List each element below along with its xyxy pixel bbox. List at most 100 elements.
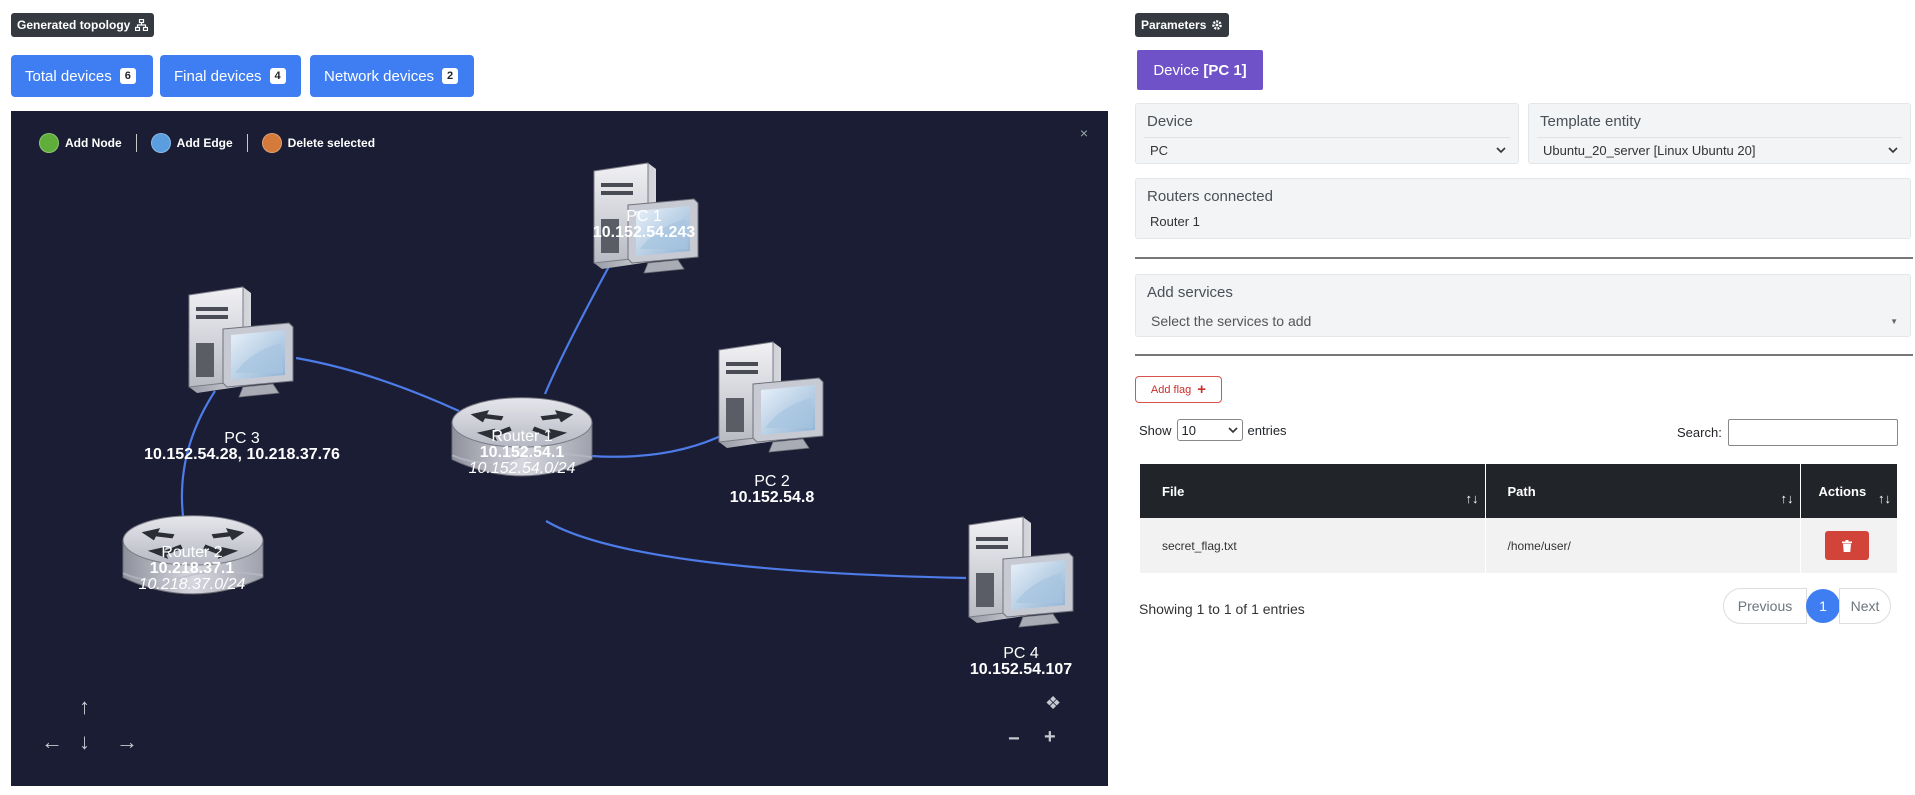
services-select[interactable]: Select the services to add ▼ [1151, 310, 1898, 332]
column-header-path[interactable]: Path ↑↓ [1485, 464, 1801, 518]
node-pc3-name: PC 3 [224, 430, 260, 447]
device-tab-name: [PC 1] [1203, 61, 1247, 79]
node-r1[interactable]: Router 110.152.54.110.152.54.0/24 [451, 396, 593, 477]
previous-page-button[interactable]: Previous [1723, 588, 1807, 624]
delete-selected-button[interactable]: Delete selected [261, 133, 387, 153]
column-header-file[interactable]: File ↑↓ [1140, 464, 1486, 518]
total-devices-label: Total devices [25, 67, 112, 85]
entries-select-value: 10 [1181, 422, 1196, 438]
gear-icon [1212, 20, 1223, 30]
edge-r2-pc3[interactable] [180, 390, 216, 517]
parameters-title: Parameters [1135, 13, 1230, 37]
page-1-button[interactable]: 1 [1806, 589, 1840, 623]
total-devices-count: 6 [119, 68, 136, 84]
showing-entries-text: Showing 1 to 1 of 1 entries [1139, 601, 1305, 617]
topology-icon [135, 19, 149, 31]
chevron-down-icon [1227, 426, 1238, 433]
device-select[interactable]: PC [1144, 137, 1510, 159]
template-entity-field: Template entity Ubuntu_20_server [Linux … [1528, 103, 1911, 164]
network-devices-count: 2 [442, 68, 459, 84]
node-r1-ip: 10.152.54.1 [480, 444, 565, 461]
node-pc1-ip: 10.152.54.243 [593, 224, 695, 241]
chevron-down-icon [1496, 147, 1506, 154]
flag-actions-cell [1800, 518, 1897, 573]
path-column-label: Path [1507, 483, 1536, 499]
node-pc2-name: PC 2 [754, 473, 790, 490]
close-icon[interactable]: × [1079, 125, 1088, 141]
chevron-down-icon [1888, 147, 1898, 154]
edge-r1-pc4[interactable] [545, 520, 967, 580]
node-pc3-ip: 10.152.54.28, 10.218.37.76 [144, 446, 340, 463]
sort-icon: ↑↓ [1780, 491, 1794, 506]
template-entity-label: Template entity [1540, 113, 1641, 130]
node-pc4-name: PC 4 [1003, 645, 1039, 662]
add-edge-button[interactable]: Add Edge [150, 133, 245, 153]
routers-connected-value: Router 1 [1150, 214, 1200, 229]
device-select-value: PC [1150, 143, 1169, 158]
pc-icon [968, 516, 1074, 628]
divider [1135, 257, 1913, 259]
tab-device-pc1[interactable]: Device [PC 1] [1137, 50, 1263, 90]
delete-selected-icon [261, 133, 282, 153]
edges-layer [180, 258, 967, 580]
edge-r1-pc2[interactable] [590, 432, 728, 458]
node-r2-subnet: 10.218.37.0/24 [139, 576, 246, 593]
parameters-label: Parameters [1141, 18, 1207, 32]
caret-down-icon: ▼ [1890, 316, 1898, 326]
add-node-button[interactable]: Add Node [39, 133, 134, 153]
search-input[interactable] [1727, 419, 1898, 446]
flag-file-cell: secret_flag.txt [1140, 518, 1486, 573]
edge-r1-pc3[interactable] [295, 356, 460, 413]
table-row: secret_flag.txt /home/user/ [1140, 518, 1897, 573]
pan-down-icon[interactable]: ↓ [79, 729, 90, 754]
device-field: Device PC [1135, 103, 1519, 164]
next-page-button[interactable]: Next [1839, 588, 1891, 624]
network-devices-button[interactable]: Network devices 2 [310, 55, 474, 97]
services-placeholder: Select the services to add [1151, 313, 1312, 329]
node-pc3[interactable]: PC 310.152.54.28, 10.218.37.76 [144, 286, 340, 463]
edge-r1-pc1[interactable] [543, 258, 614, 395]
node-r2[interactable]: Router 210.218.37.110.218.37.0/24 [122, 514, 264, 595]
zoom-out-icon[interactable]: − [1008, 728, 1020, 750]
pagination: Previous 1 Next [1723, 588, 1891, 624]
pc-icon [718, 341, 824, 453]
add-flag-button[interactable]: Add flag + [1135, 376, 1222, 403]
delete-flag-button[interactable] [1824, 531, 1869, 560]
pc-icon [188, 286, 294, 398]
search-label: Search: [1677, 425, 1722, 440]
total-devices-button[interactable]: Total devices 6 [11, 55, 153, 97]
column-header-actions[interactable]: Actions ↑↓ [1800, 464, 1897, 518]
trash-icon [1841, 539, 1852, 552]
pan-right-icon[interactable]: → [116, 729, 138, 754]
add-edge-icon [150, 133, 171, 153]
routers-connected-label: Routers connected [1147, 188, 1273, 205]
add-edge-label: Add Edge [176, 136, 233, 150]
delete-selected-label: Delete selected [287, 136, 376, 150]
add-node-label: Add Node [65, 136, 122, 150]
flags-table: File ↑↓ Path ↑↓ Actions ↑↓ secret_flag.t… [1140, 464, 1897, 573]
entries-select[interactable]: 10 [1176, 419, 1243, 441]
template-entity-select[interactable]: Ubuntu_20_server [Linux Ubuntu 20] [1537, 137, 1902, 159]
device-field-label: Device [1147, 113, 1193, 130]
final-devices-button[interactable]: Final devices 4 [160, 55, 301, 97]
node-r1-name: Router 1 [491, 428, 552, 445]
node-pc1[interactable]: PC 110.152.54.243 [593, 162, 699, 274]
node-pc4[interactable]: PC 410.152.54.107 [968, 516, 1074, 678]
table-search: Search: [1677, 419, 1898, 446]
zoom-in-icon[interactable]: + [1044, 726, 1056, 748]
toolbar-separator [135, 134, 137, 152]
file-column-label: File [1162, 483, 1185, 499]
node-r1-subnet: 10.152.54.0/24 [469, 460, 576, 477]
node-pc2[interactable]: PC 210.152.54.8 [718, 341, 824, 506]
table-header-row: File ↑↓ Path ↑↓ Actions ↑↓ [1140, 464, 1897, 518]
pan-left-icon[interactable]: ← [41, 729, 63, 754]
pan-up-icon[interactable]: ↑ [79, 694, 90, 719]
add-flag-label: Add flag [1150, 383, 1192, 396]
sort-icon: ↑↓ [1465, 491, 1479, 506]
entries-label: entries [1247, 422, 1287, 438]
toolbar-separator [246, 134, 248, 152]
zoom-fit-icon[interactable]: ❖ [1045, 693, 1062, 713]
generated-topology-label: Generated topology [17, 18, 131, 32]
